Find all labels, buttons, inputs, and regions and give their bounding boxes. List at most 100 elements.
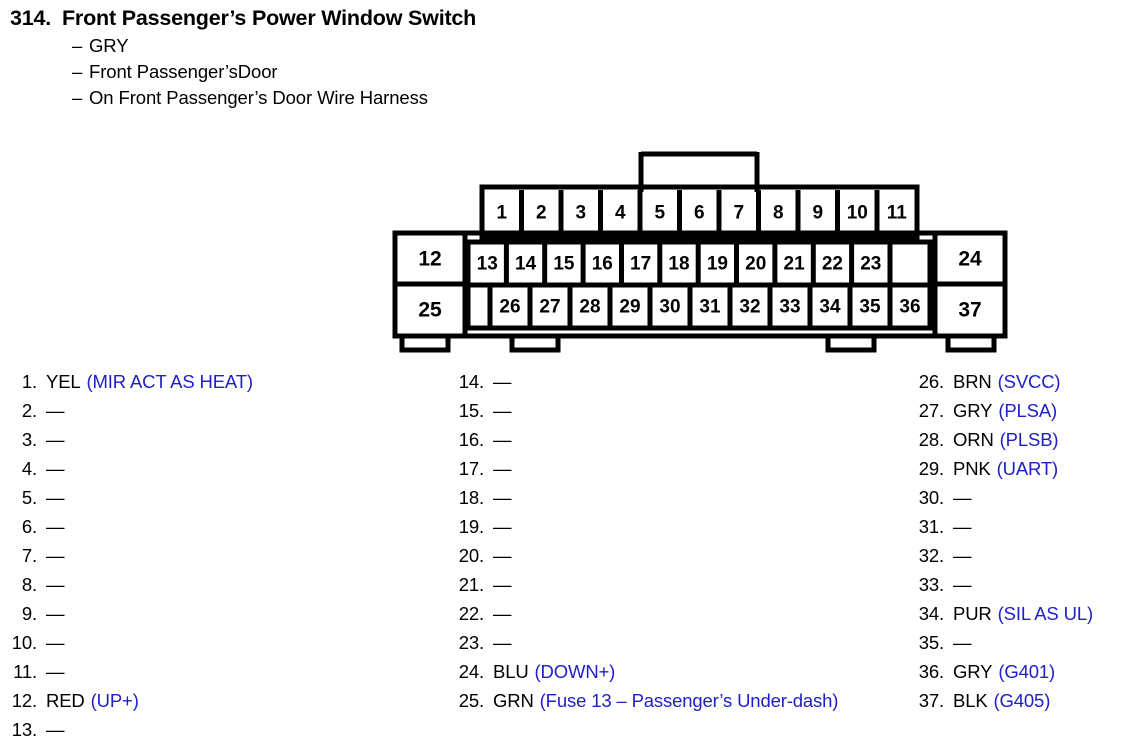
pin-number: 24.	[458, 661, 484, 682]
subline-text: GRY	[89, 35, 129, 56]
pin-list-item: 1.YEL(MIR ACT AS HEAT)	[8, 371, 438, 400]
pin-list-item: 7.—	[8, 545, 438, 574]
pin-number: 34.	[918, 603, 944, 624]
pin-number: 37.	[918, 690, 944, 711]
pin-empty-marker: —	[46, 429, 65, 450]
pin-list-item: 8.—	[8, 574, 438, 603]
pin-list-item: 3. —	[8, 429, 438, 458]
subline-text: On Front Passenger’s Door Wire Harness	[89, 87, 428, 108]
connector-pin-26: 26	[499, 297, 520, 318]
pin-list-item: 13.—	[8, 719, 438, 748]
pin-wire-color: BRN	[953, 371, 992, 392]
connector-pin-8: 8	[773, 203, 784, 224]
pin-number: 2.	[21, 400, 37, 421]
connector-pin-30: 30	[659, 297, 680, 318]
connector-pin-22: 22	[822, 254, 843, 275]
pin-list-item: 22. —	[455, 603, 925, 632]
pin-empty-marker: —	[493, 545, 512, 566]
pin-wire-color: PUR	[953, 603, 992, 624]
pin-number: 18.	[458, 487, 484, 508]
pin-number: 11.	[13, 661, 37, 682]
pin-list-item: 25.GRN(Fuse 13 – Passenger’s Under-dash)	[455, 690, 925, 719]
pin-list-item: 18. —	[455, 487, 925, 516]
pin-list-item: 12.RED(UP+)	[8, 690, 438, 719]
pin-number: 21.	[458, 574, 484, 595]
pin-empty-marker: —	[953, 516, 972, 537]
pin-number: 22.	[458, 603, 484, 624]
connector-pin-32: 32	[739, 297, 760, 318]
pin-number: 4.	[21, 458, 37, 479]
pin-list-item: 14. —	[455, 371, 925, 400]
pin-list-item: 4. —	[8, 458, 438, 487]
pin-empty-marker: —	[953, 574, 972, 595]
pin-number: 14.	[458, 371, 484, 392]
pin-list-item: 21.—	[455, 574, 925, 603]
connector-pin-18: 18	[668, 254, 689, 275]
pin-list-column-2: 14.—15.—16.—17.—18.—19.—20.—21.—22.—23.—…	[455, 371, 925, 719]
connector-pin-33: 33	[779, 297, 800, 318]
connector-pin-6: 6	[694, 203, 705, 224]
pin-list-item: 26. BRN(SVCC)	[915, 371, 1135, 400]
pin-list-item: 15.—	[455, 400, 925, 429]
subline-connector-color: – GRY	[10, 35, 1010, 57]
pin-empty-marker: —	[493, 487, 512, 508]
pin-number: 20.	[458, 545, 484, 566]
pin-list-column-3: 26.BRN(SVCC)27.GRY(PLSA)28.ORN(PLSB)29.P…	[915, 371, 1135, 719]
connector-pin-7: 7	[734, 203, 745, 224]
pin-list-item: 37.BLK(G405)	[915, 690, 1135, 719]
bullet-dash: –	[72, 61, 83, 82]
pin-list-item: 31.—	[915, 516, 1135, 545]
pin-empty-marker: —	[493, 632, 512, 653]
page-title: 314. Front Passenger’s Power Window Swit…	[10, 6, 1010, 31]
pin-list-item: 34.PUR(SIL AS UL)	[915, 603, 1135, 632]
connector-pin-35: 35	[859, 297, 881, 318]
pin-list-item: 5.—	[8, 487, 438, 516]
pin-list-item: 9.—	[8, 603, 438, 632]
connector-pin-16: 16	[592, 254, 613, 275]
pin-number: 12.	[11, 690, 37, 711]
pin-list-item: 11. —	[8, 661, 438, 690]
pin-number: 15.	[458, 400, 484, 421]
pin-empty-marker: —	[493, 603, 512, 624]
connector-pin-37: 37	[958, 299, 981, 322]
pin-empty-marker: —	[46, 719, 65, 740]
pin-list-item: 33.—	[915, 574, 1135, 603]
connector-pin-9: 9	[813, 203, 824, 224]
pin-list-item: 28.ORN(PLSB)	[915, 429, 1135, 458]
pin-wire-color: YEL	[46, 371, 81, 392]
pin-number: 29.	[918, 458, 944, 479]
subline-text: Front Passenger’sDoor	[89, 61, 278, 82]
bullet-dash: –	[72, 35, 83, 56]
pin-list-item: 17.—	[455, 458, 925, 487]
pin-list-item: 35.—	[915, 632, 1135, 661]
pin-empty-marker: —	[46, 661, 65, 682]
pin-empty-marker: —	[953, 487, 972, 508]
entry-number: 314.	[10, 6, 52, 30]
pin-list-item: 24.BLU(DOWN+)	[455, 661, 925, 690]
pin-list-item: 30.—	[915, 487, 1135, 516]
pin-signal-name: (G405)	[993, 690, 1051, 711]
pin-list-item: 36.GRY(G401)	[915, 661, 1135, 690]
pin-number: 3.	[21, 429, 37, 450]
pin-list-item: 10.—	[8, 632, 438, 661]
connector-pin-23: 23	[860, 254, 881, 275]
pin-list-item: 20. —	[455, 545, 925, 574]
pin-signal-name: (SVCC)	[997, 371, 1061, 392]
pin-empty-marker: —	[46, 458, 65, 479]
pin-list-item: 32.—	[915, 545, 1135, 574]
pin-signal-name: (Fuse 13 – Passenger’s Under-dash)	[539, 690, 839, 711]
connector-pin-17: 17	[630, 254, 651, 275]
pin-wire-color: GRN	[493, 690, 534, 711]
pin-signal-name: (G401)	[998, 661, 1055, 682]
pin-number: 16.	[458, 429, 484, 450]
pin-signal-name: (UP+)	[90, 690, 139, 711]
pin-empty-marker: —	[493, 371, 512, 392]
pin-number: 36.	[918, 661, 944, 682]
connector-pin-25: 25	[418, 299, 442, 322]
pin-number: 26.	[918, 371, 944, 392]
connector-pin-34: 34	[819, 297, 841, 318]
connector-pin-21: 21	[784, 254, 806, 275]
pin-number: 8.	[21, 574, 37, 595]
entry-header: 314. Front Passenger’s Power Window Swit…	[10, 6, 1010, 109]
connector-pin-1: 1	[497, 203, 508, 224]
